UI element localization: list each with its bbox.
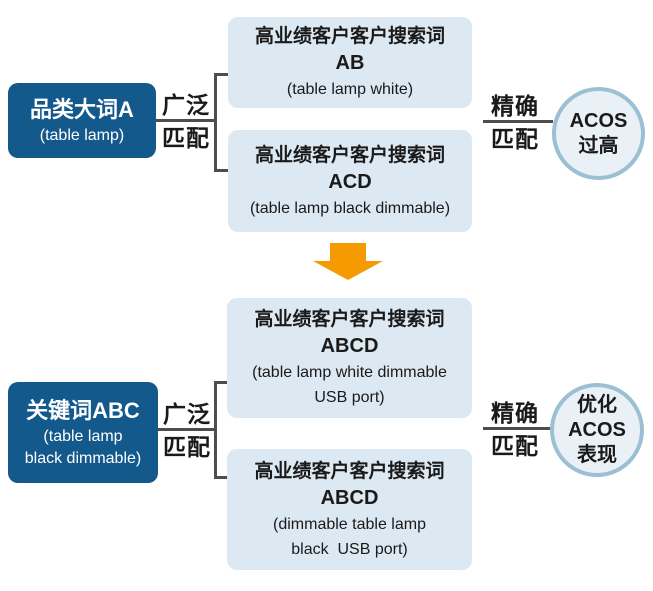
bottom-result-2-line1: 高业绩客户客户搜索词 <box>254 460 445 482</box>
top-outcome-line2: 过高 <box>578 134 619 157</box>
top-result-box-2: 高业绩客户客户搜索词 ACD (table lamp black dimmabl… <box>228 130 472 232</box>
bottom-result-1-en2: USB port) <box>314 389 385 406</box>
top-broad-match-line <box>156 119 216 122</box>
bottom-exact-match-label-1: 精确 <box>491 400 539 426</box>
bottom-result-box-2: 高业绩客户客户搜索词 ABCD (dimmable table lamp bla… <box>227 449 472 570</box>
bottom-broad-match-line <box>158 428 216 431</box>
top-result-2-en: (table lamp black dimmable) <box>249 199 451 217</box>
top-outcome-circle: ACOS 过高 <box>552 87 645 180</box>
top-bracket-connector <box>214 73 230 172</box>
bottom-outcome-line3: 表现 <box>577 443 617 466</box>
top-exact-match-label-2: 匹配 <box>491 126 539 152</box>
top-broad-match-label-2: 匹配 <box>162 125 210 151</box>
bottom-source-node: 关键词ABC (table lamp black dimmable) <box>8 382 158 483</box>
bottom-result-2-en1: (dimmable table lamp <box>273 515 426 533</box>
bottom-source-subtitle-1: (table lamp <box>43 427 123 445</box>
top-result-2-code: ACD <box>328 170 372 193</box>
top-result-2-line1: 高业绩客户客户搜索词 <box>254 144 445 166</box>
down-arrow-icon <box>330 243 366 261</box>
bottom-result-1-code: ABCD <box>320 335 379 357</box>
top-broad-match-label-1: 广泛 <box>162 92 210 118</box>
bottom-broad-match-label-1: 广泛 <box>163 401 211 427</box>
bottom-broad-match-label-2: 匹配 <box>163 434 211 460</box>
top-result-1-code: AB <box>335 52 365 74</box>
top-outcome-line1: ACOS <box>569 109 628 132</box>
top-exact-match-line <box>483 120 553 123</box>
top-source-node: 品类大词A (table lamp) <box>8 83 156 158</box>
bottom-outcome-line1: 优化 <box>577 393 617 416</box>
down-arrow-head-icon <box>313 261 383 280</box>
top-result-1-en: (table lamp white) <box>286 81 414 98</box>
bottom-source-subtitle-2: black dimmable) <box>24 449 142 467</box>
bottom-exact-match-line <box>483 427 551 430</box>
bottom-source-title: 关键词ABC <box>26 397 140 423</box>
bottom-result-2-code: ABCD <box>320 486 379 509</box>
top-exact-match-label-1: 精确 <box>491 93 539 119</box>
bottom-result-1-en1: (table lamp white dimmable <box>252 364 447 381</box>
bottom-result-box-1: 高业绩客户客户搜索词 ABCD (table lamp white dimmab… <box>227 298 472 418</box>
top-source-subtitle: (table lamp) <box>39 126 125 144</box>
bottom-result-2-en2: black USB port) <box>291 540 408 558</box>
bottom-exact-match-label-2: 匹配 <box>491 433 539 459</box>
top-result-box-1: 高业绩客户客户搜索词 AB (table lamp white) <box>228 17 472 108</box>
bottom-result-1-line1: 高业绩客户客户搜索词 <box>254 309 445 330</box>
top-source-title: 品类大词A <box>30 96 134 122</box>
bottom-bracket-connector <box>214 381 230 479</box>
bottom-outcome-circle: 优化 ACOS 表现 <box>550 383 644 477</box>
bottom-outcome-line2: ACOS <box>568 418 626 441</box>
top-result-1-line1: 高业绩客户客户搜索词 <box>254 26 445 47</box>
